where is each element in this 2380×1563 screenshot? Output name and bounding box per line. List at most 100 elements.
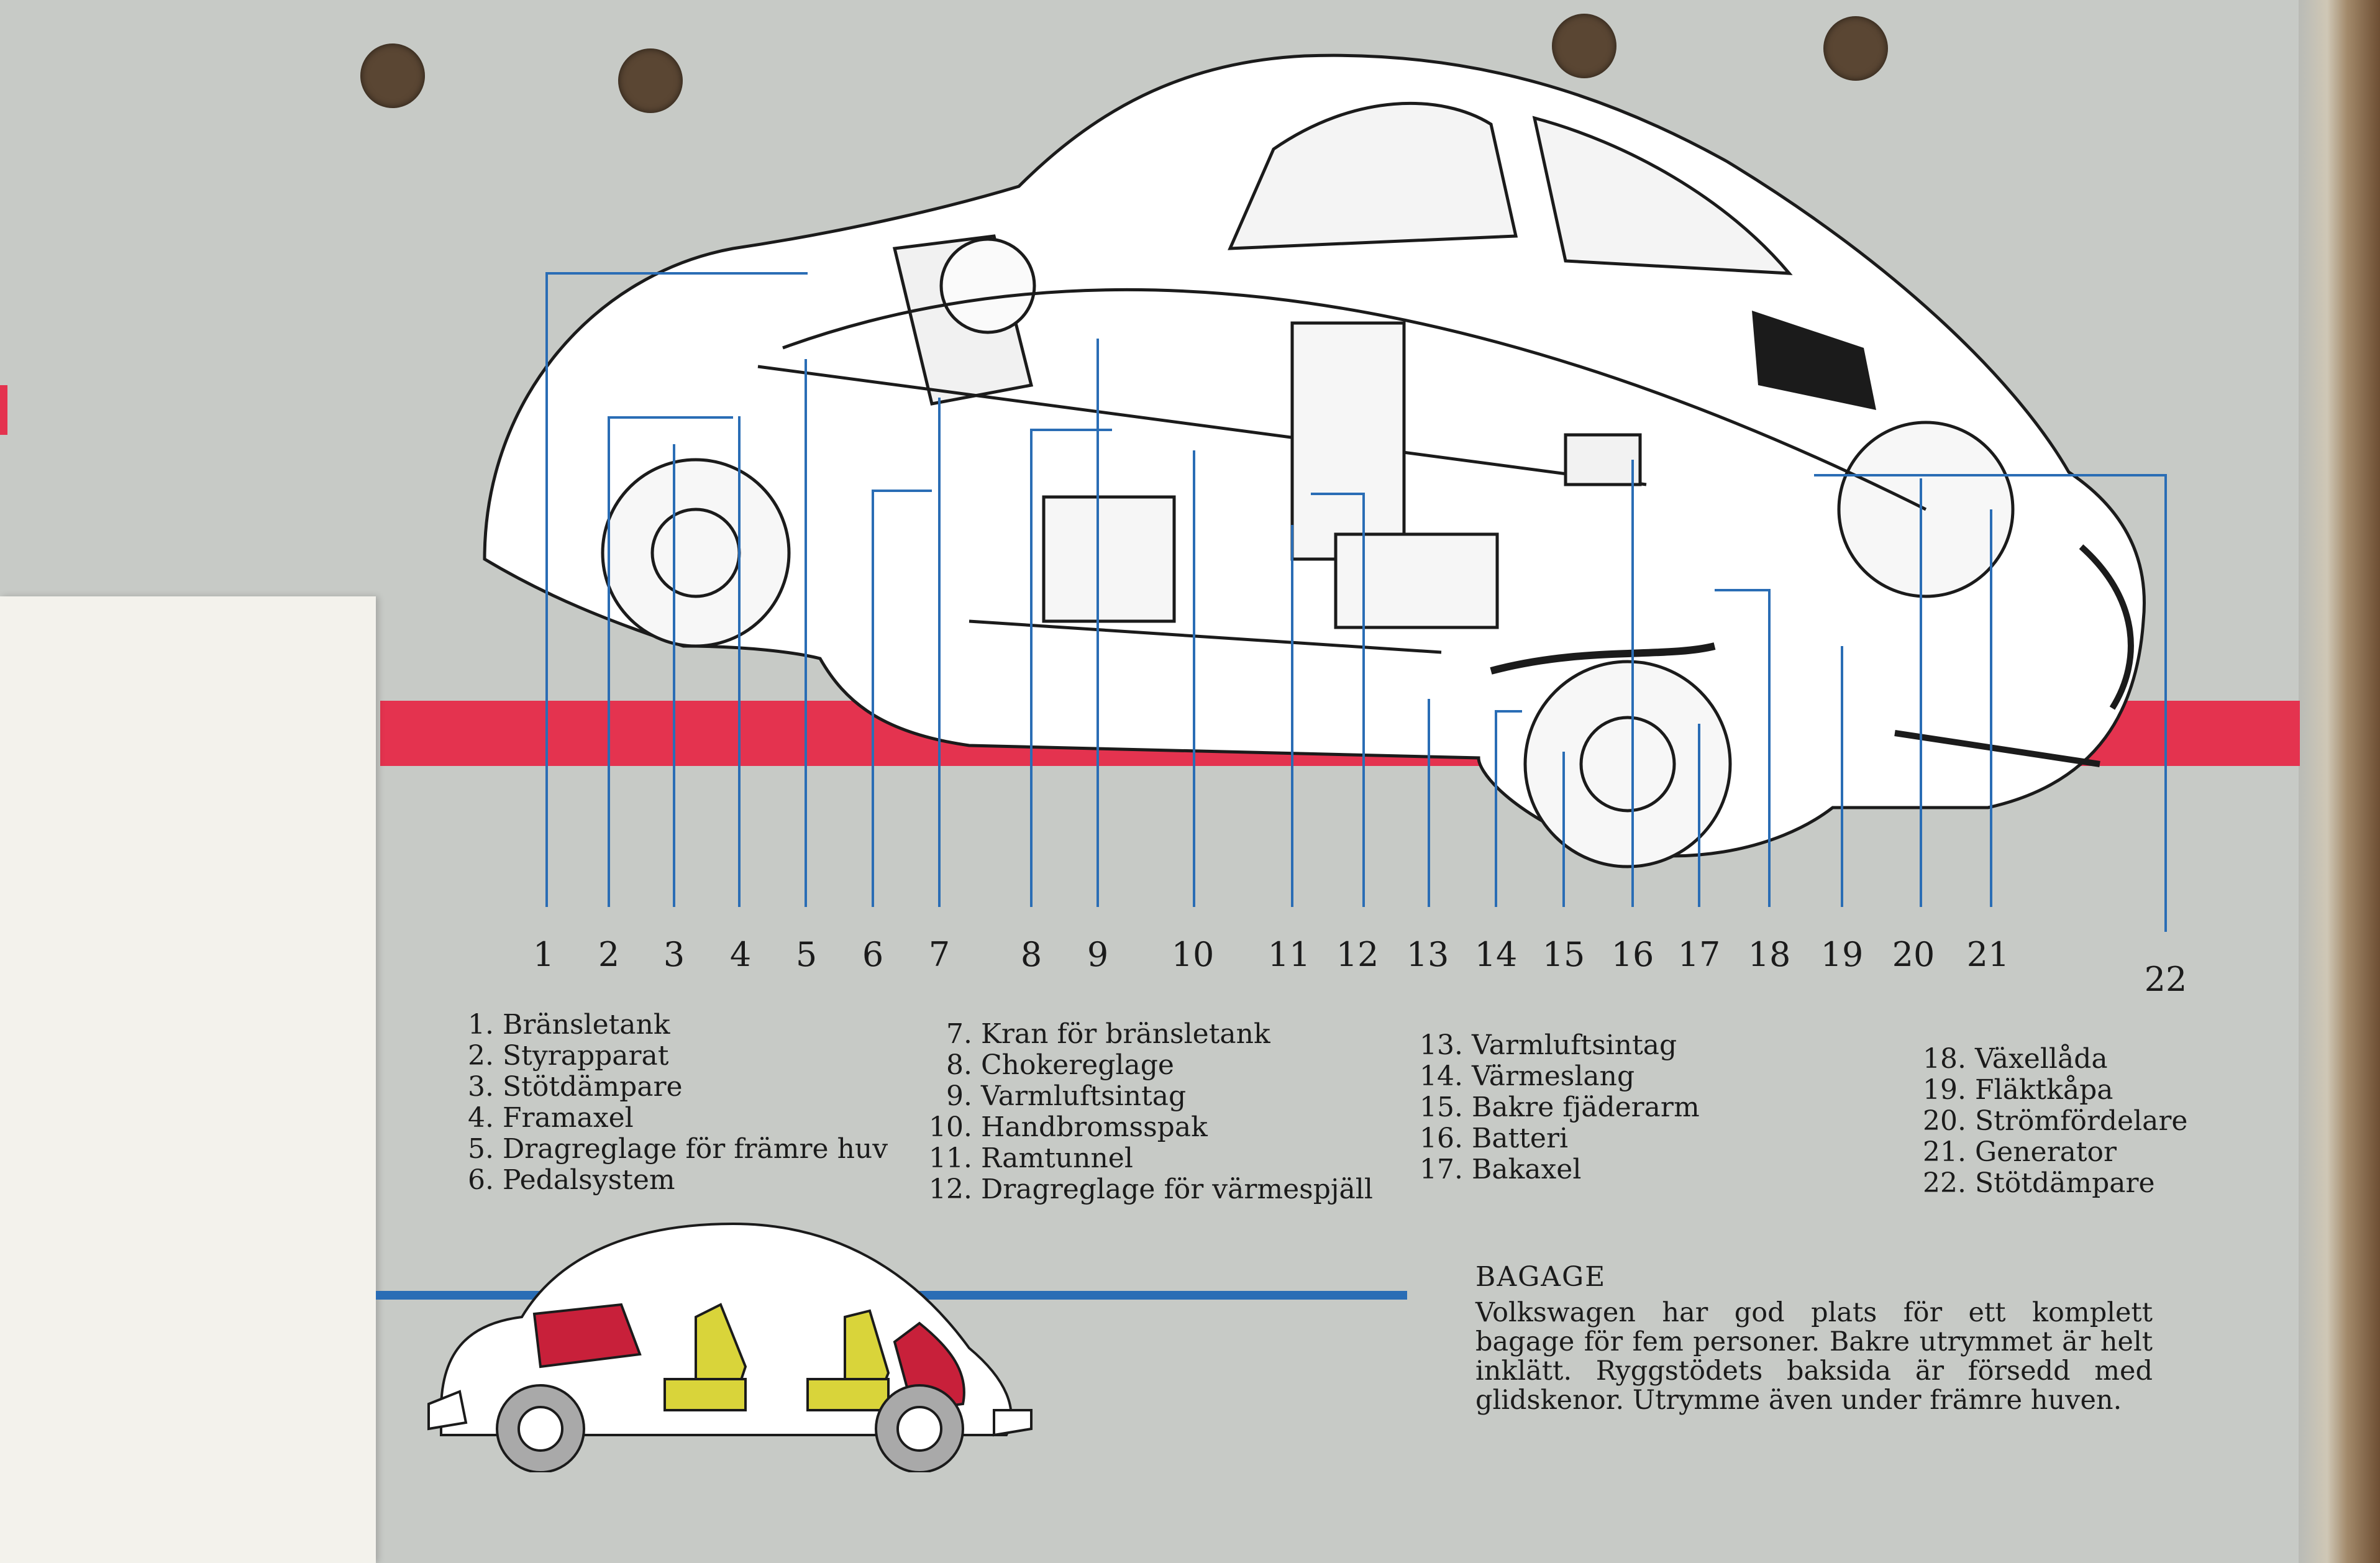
legend-item: 12. Dragreglage för värmespjäll (916, 1174, 1373, 1205)
cutaway-diagram (0, 53, 2300, 932)
legend-item: 14. Värmeslang (1407, 1061, 1700, 1092)
legend-label: Generator (1975, 1136, 2117, 1168)
legend-label: Växellåda (1975, 1043, 2108, 1075)
legend-column-2: 7. Kran för bränsletank 8. Chokereglage 9.… (916, 1019, 1373, 1205)
part-number: 13 (1406, 935, 1449, 974)
legend-number: 17. (1420, 1154, 1463, 1185)
legend-item: 2. Styrapparat (457, 1041, 888, 1072)
legend-number: 19. (1923, 1074, 1966, 1106)
part-number: 11 (1267, 935, 1311, 974)
legend-item: 17. Bakaxel (1407, 1154, 1700, 1185)
part-number: 1 (532, 935, 555, 974)
legend-number: 5. (468, 1133, 494, 1165)
page-edge (2299, 0, 2380, 1563)
part-number: 15 (1542, 935, 1585, 974)
small-car-silhouette (427, 1222, 1033, 1472)
legend-item: 22. Stötdämpare (1910, 1168, 2187, 1199)
legend-number: 3. (468, 1071, 494, 1103)
legend-item: 9.Varmluftsintag (916, 1081, 1373, 1112)
legend-item: 16. Batteri (1407, 1123, 1700, 1154)
legend-label: Bakre fjäderarm (1472, 1091, 1700, 1123)
legend-item: 15. Bakre fjäderarm (1407, 1092, 1700, 1123)
legend-label: Bränsletank (503, 1009, 670, 1041)
legend-label: Chokereglage (981, 1049, 1174, 1081)
red-stripe-left (0, 385, 7, 435)
legend-label: Handbromsspak (981, 1111, 1208, 1143)
legend-number: 12. (929, 1173, 972, 1205)
legend-number: 22. (1923, 1167, 1966, 1199)
part-number: 10 (1171, 935, 1215, 974)
part-number: 16 (1611, 935, 1654, 974)
legend-number: 8. (946, 1049, 972, 1081)
part-number: 19 (1820, 935, 1864, 974)
legend-number: 4. (468, 1102, 494, 1134)
legend-label: Ramtunnel (981, 1142, 1133, 1174)
legend-label: Stötdämpare (503, 1071, 683, 1103)
legend-item: 19. Fläktkåpa (1910, 1075, 2187, 1106)
legend-number: 21. (1923, 1136, 1966, 1168)
part-number: 8 (1020, 935, 1042, 974)
legend-label: Fläktkåpa (1975, 1074, 2113, 1106)
part-number: 21 (1966, 935, 2010, 974)
legend-item: 5. Dragreglage för främre huv (457, 1134, 888, 1165)
legend-label: Styrapparat (503, 1040, 669, 1072)
legend-number: 11. (929, 1142, 972, 1174)
part-number: 9 (1087, 935, 1109, 974)
part-number: 7 (928, 935, 951, 974)
legend-item: 18. Växellåda (1910, 1044, 2187, 1075)
legend-item: 1. Bränsletank (457, 1009, 888, 1041)
part-number: 3 (663, 935, 685, 974)
legend-item: 20. Strömfördelare (1910, 1106, 2187, 1137)
part-number: 2 (598, 935, 620, 974)
part-number: 4 (729, 935, 752, 974)
legend-label: Framaxel (503, 1102, 634, 1134)
bagage-heading: BAGAGE (1475, 1261, 1607, 1293)
binder-hole (1823, 16, 1888, 81)
legend-item: 8. Chokereglage (916, 1050, 1373, 1081)
part-number: 6 (862, 935, 884, 974)
binder-hole (1552, 14, 1616, 78)
bagage-paragraph: Volkswagen har god plats för ett komplet… (1475, 1297, 2153, 1416)
legend-label: Stötdämpare (1975, 1167, 2155, 1199)
leader-lines (545, 272, 2167, 932)
luggage-diagram (376, 1222, 1407, 1472)
legend-item: 3. Stötdämpare (457, 1072, 888, 1103)
binder-hole (360, 43, 425, 108)
car-cutaway (483, 53, 2146, 868)
legend-label: Strömfördelare (1975, 1105, 2188, 1137)
part-number: 12 (1336, 935, 1379, 974)
legend-label: Varmluftsintag (981, 1080, 1187, 1112)
legend-number: 14. (1420, 1060, 1463, 1092)
legend-item: 10. Handbromsspak (916, 1112, 1373, 1143)
legend-number: 1. (468, 1009, 494, 1041)
legend-number: 15. (1420, 1091, 1463, 1123)
legend-item: 7. Kran för bränsletank (916, 1019, 1373, 1050)
legend-item: 11. Ramtunnel (916, 1143, 1373, 1174)
legend-label: Batteri (1472, 1123, 1569, 1154)
legend-number: 16. (1420, 1123, 1463, 1154)
legend-label: Kran för bränsletank (981, 1018, 1270, 1050)
legend-item: 6. Pedalsystem (457, 1165, 888, 1196)
white-insert-flap (0, 596, 376, 1563)
legend-number: 13. (1420, 1029, 1463, 1061)
legend-label: Dragreglage för främre huv (503, 1133, 888, 1165)
legend-column-1: 1. Bränsletank 2. Styrapparat 3. Stötdämpar… (457, 1009, 888, 1196)
legend-label: Bakaxel (1472, 1154, 1582, 1185)
legend-column-3: 13.Varmluftsintag 14. Värmeslang 15. Bakre… (1407, 1030, 1700, 1185)
legend-number: 7. (946, 1018, 972, 1050)
part-number: 20 (1892, 935, 1935, 974)
legend-number: 2. (468, 1040, 494, 1072)
legend-number: 6. (468, 1164, 494, 1196)
legend-number: 20. (1923, 1105, 1966, 1137)
part-number: 14 (1474, 935, 1518, 974)
legend-label: Dragreglage för värmespjäll (981, 1173, 1373, 1205)
legend-label: Pedalsystem (503, 1164, 675, 1196)
part-number: 17 (1677, 935, 1721, 974)
part-number: 18 (1748, 935, 1791, 974)
legend-item: 13.Varmluftsintag (1407, 1030, 1700, 1061)
part-number: 5 (795, 935, 818, 974)
legend-number: 10. (929, 1111, 972, 1143)
binder-hole (618, 48, 683, 113)
legend-label: Värmeslang (1472, 1060, 1635, 1092)
legend-number: 18. (1923, 1043, 1966, 1075)
